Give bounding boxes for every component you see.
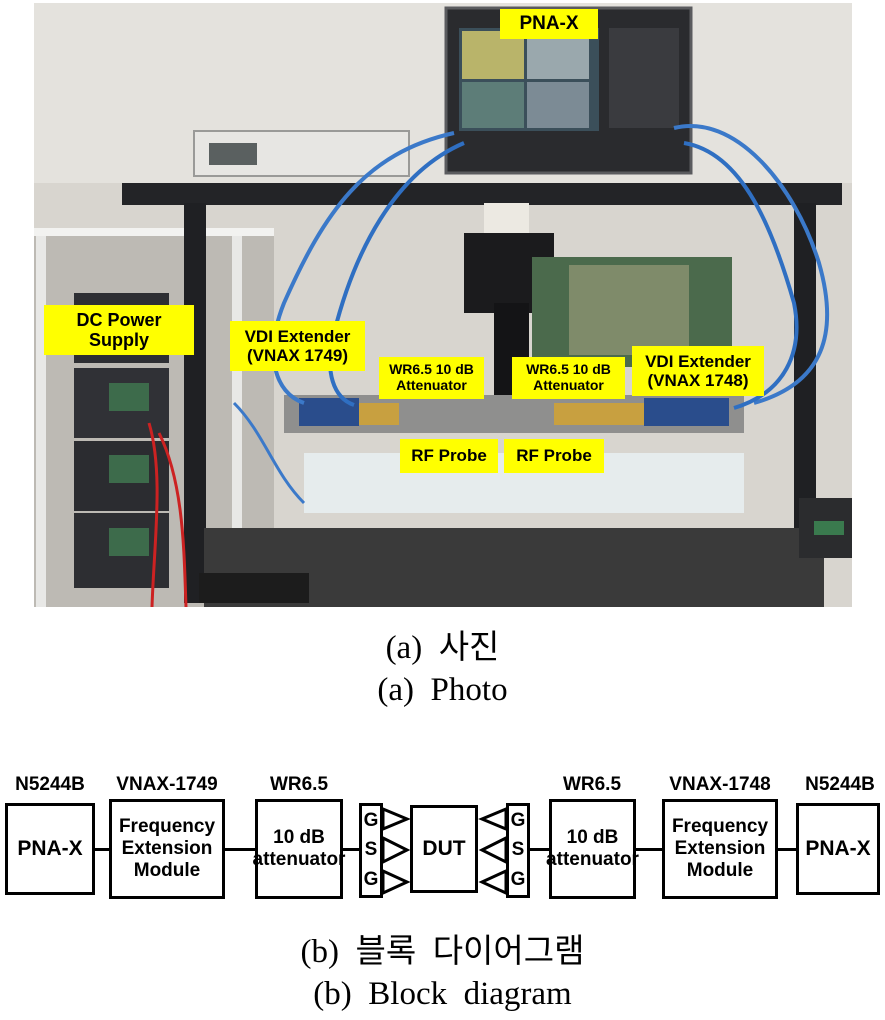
dut-block: DUT bbox=[410, 805, 478, 893]
caption-photo-english: (a) Photo bbox=[377, 672, 508, 708]
attenuator-block-right: 10 dB attenuator bbox=[546, 799, 639, 899]
rf-probe-right-tag: RF Probe bbox=[504, 439, 604, 473]
pna-x-block-left: PNA-X bbox=[5, 803, 95, 895]
gsg-probe-right: G S G bbox=[506, 803, 530, 898]
label-n5244b-left: N5244B bbox=[15, 774, 85, 795]
vdi-extender-1748-tag: VDI Extender (VNAX 1748) bbox=[632, 346, 764, 396]
dc-power-supply-tag: DC Power Supply bbox=[44, 305, 194, 355]
pna-x-tag: PNA-X bbox=[500, 9, 598, 39]
wire-extender-to-pna-right bbox=[778, 848, 796, 851]
attenuator-left-tag: WR6.5 10 dB Attenuator bbox=[379, 357, 484, 399]
attenuator-block-left: 10 dB attenuator bbox=[253, 799, 345, 899]
attenuator-right-tag: WR6.5 10 dB Attenuator bbox=[512, 357, 625, 399]
test-setup-photo: PNA-X DC Power Supply VDI Extender (VNAX… bbox=[34, 3, 852, 607]
frequency-extension-module-left: Frequency Extension Module bbox=[109, 799, 225, 899]
label-wr65-left: WR6.5 bbox=[269, 774, 329, 795]
caption-photo-korean: (a) 사진 bbox=[385, 630, 500, 666]
wire-extender-to-attenuator-left bbox=[225, 848, 255, 851]
rf-probe-left-tag: RF Probe bbox=[400, 439, 498, 473]
vdi-extender-1749-tag: VDI Extender (VNAX 1749) bbox=[230, 321, 365, 371]
label-n5244b-right: N5244B bbox=[805, 774, 875, 795]
block-diagram: N5244B VNAX-1749 WR6.5 WR6.5 VNAX-1748 N… bbox=[0, 770, 885, 910]
probe-tips-left-icon bbox=[381, 806, 411, 896]
pna-x-block-right: PNA-X bbox=[796, 803, 880, 895]
gsg-probe-left: G S G bbox=[359, 803, 383, 898]
caption-diagram-korean: (b) 블록 다이어그램 bbox=[300, 934, 585, 970]
wire-probe-to-attenuator-right bbox=[525, 848, 549, 851]
frequency-extension-module-right: Frequency Extension Module bbox=[662, 799, 778, 899]
wire-attenuator-to-extender-right bbox=[636, 848, 662, 851]
wire-attenuator-to-probe-left bbox=[343, 848, 359, 851]
label-vnax-1749: VNAX-1749 bbox=[116, 774, 218, 795]
wire-pna-to-extender-left bbox=[95, 848, 109, 851]
label-wr65-right: WR6.5 bbox=[562, 774, 622, 795]
probe-tips-right-icon bbox=[478, 806, 508, 896]
label-vnax-1748: VNAX-1748 bbox=[669, 774, 771, 795]
caption-diagram-english: (b) Block diagram bbox=[313, 976, 572, 1012]
